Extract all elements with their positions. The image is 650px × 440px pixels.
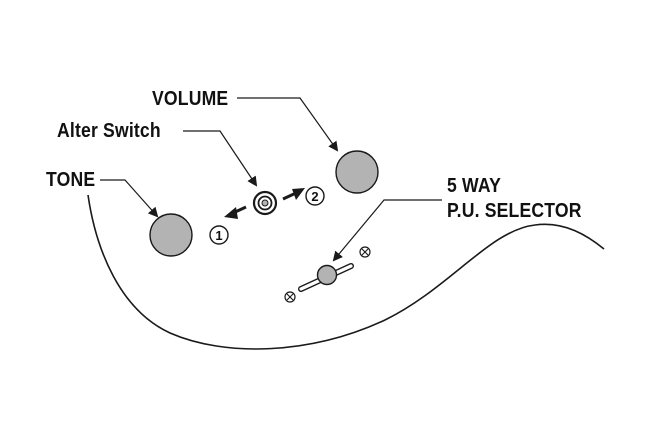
selector-label-line1: 5 WAY [447,175,502,197]
leader-line-alter-switch [183,130,258,187]
selector-screw-bottom [284,291,296,303]
selector-knob [316,264,338,286]
volume-label: VOLUME [152,88,229,110]
switch-arrow-to-position-2 [282,188,305,201]
pickup-selector [298,263,354,292]
position-1-marker [209,225,229,245]
tone-label: TONE [46,169,96,191]
volume-knob [335,150,379,194]
selector-screw-top [359,246,371,258]
position-2-number: 2 [311,189,318,204]
leader-line-volume [237,97,339,152]
body-outline [87,194,605,350]
switch-arrow-to-position-1 [224,205,247,219]
leader-line-selector [332,199,442,262]
alter-switch [252,190,278,216]
selector-label-line2: P.U. SELECTOR [447,200,582,222]
alter-switch-label: Alter Switch [57,120,161,142]
tone-knob [149,213,193,257]
position-2-marker [305,186,325,206]
position-1-number: 1 [215,228,222,243]
leader-line-tone [100,179,159,218]
